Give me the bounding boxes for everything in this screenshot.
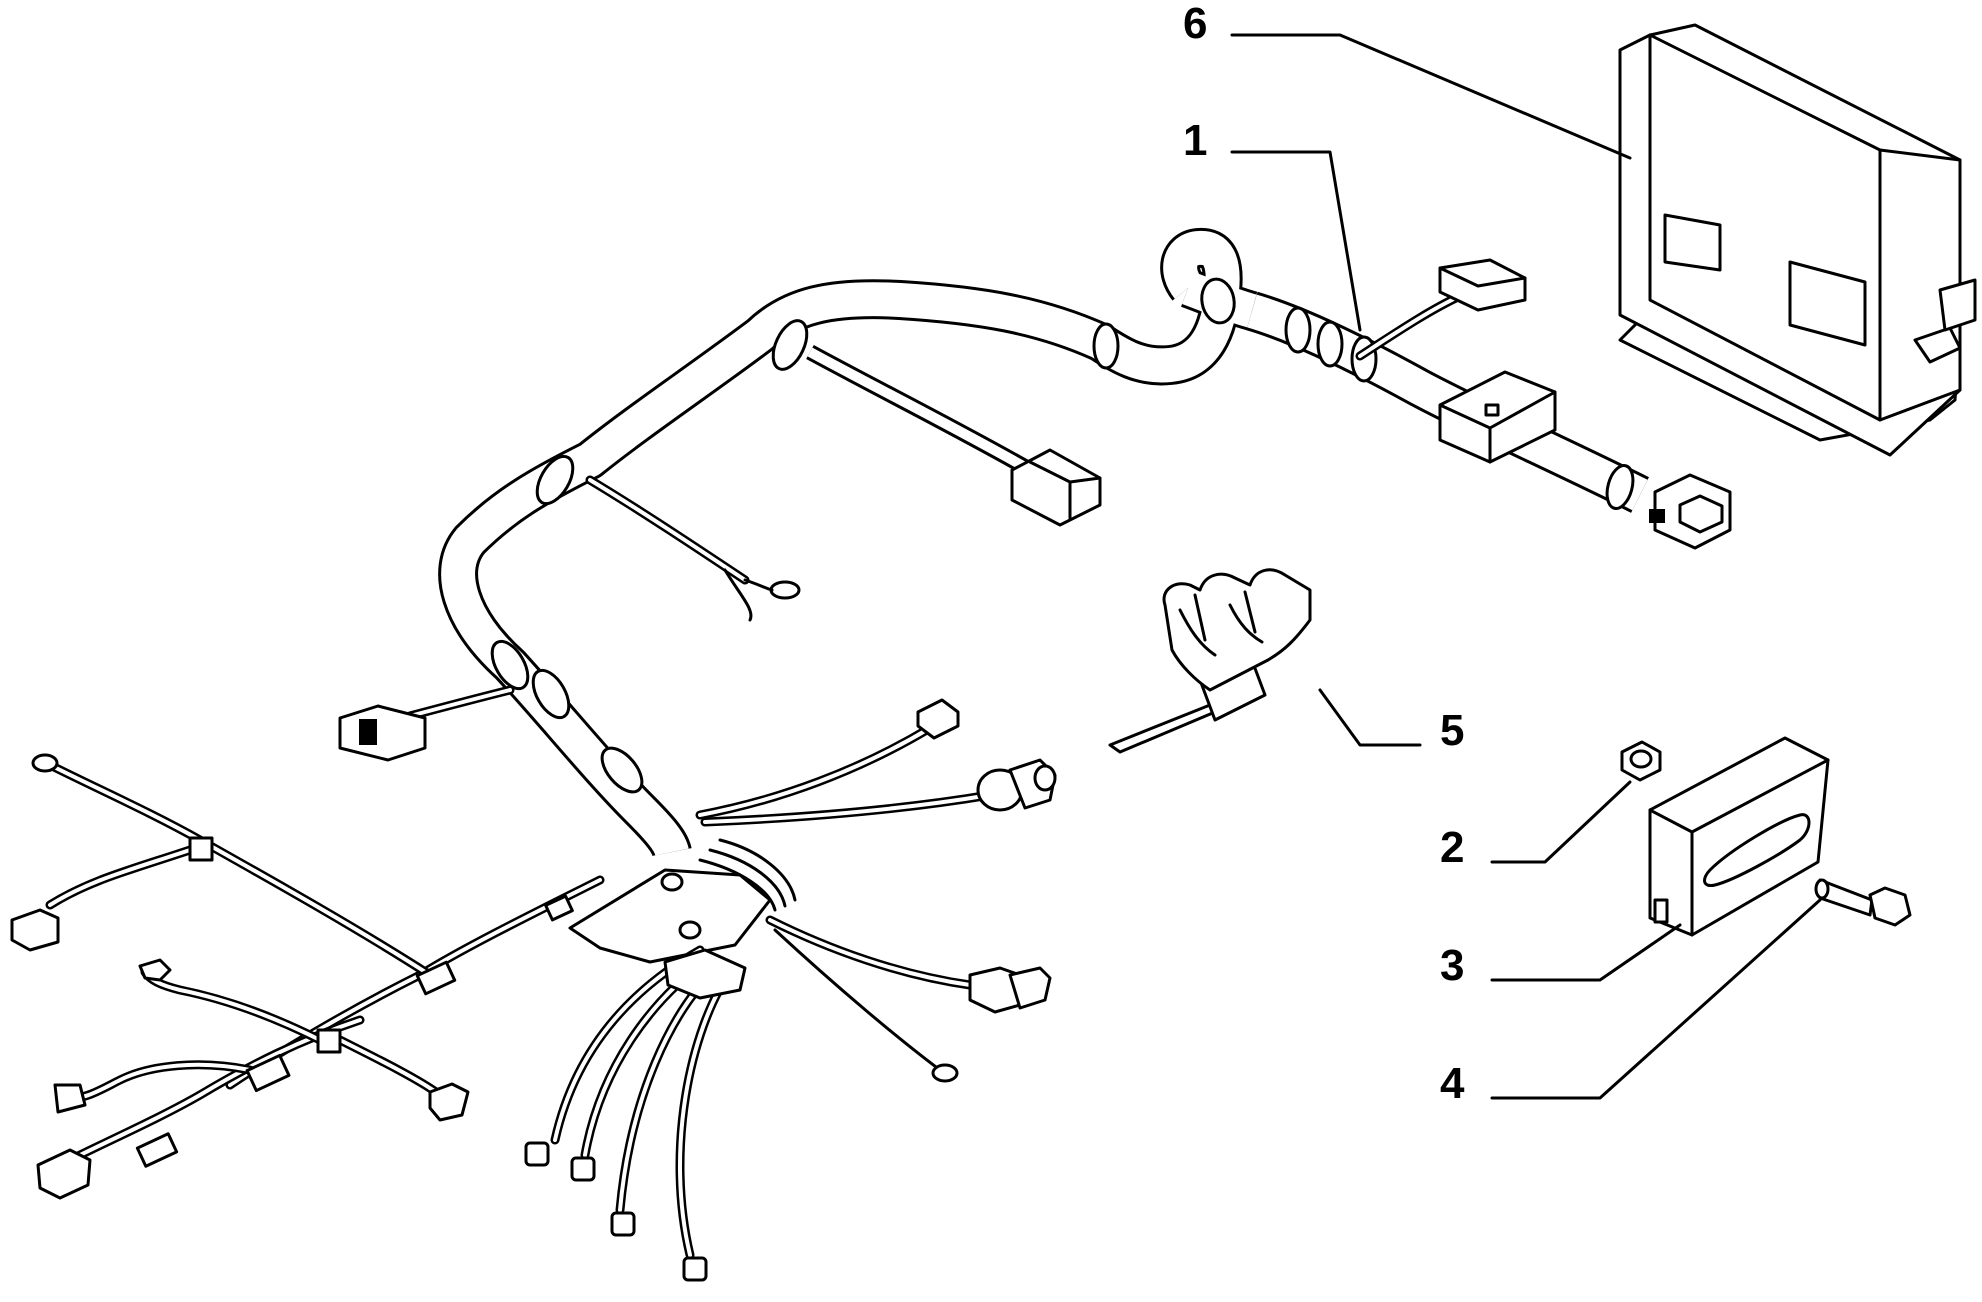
leader-line-1: [1230, 150, 1362, 332]
callout-5: 5: [1440, 706, 1464, 755]
leader-line-5: [1318, 688, 1422, 747]
connector-top-middle: [1010, 448, 1102, 527]
callout-6: 6: [1183, 0, 1207, 48]
ground-ring-terminal-upper: [769, 580, 801, 600]
ground-ring-terminal-lower: [931, 1063, 959, 1083]
sensor-plug-lower-right: [968, 966, 1052, 1014]
callout-4: 4: [1440, 1059, 1465, 1108]
callout-3: 3: [1440, 941, 1464, 990]
callout-leaders: [1230, 33, 1822, 1100]
leader-line-2: [1490, 780, 1632, 864]
hex-nut[interactable]: [1620, 740, 1662, 782]
ecu-harness-connector: [1649, 473, 1732, 550]
hex-bolt[interactable]: [1814, 878, 1912, 927]
connector-left-side: [338, 704, 427, 762]
leader-line-4: [1490, 898, 1822, 1100]
callout-2: 2: [1440, 823, 1464, 872]
callout-labels: 1 2 3 4 5 6: [1183, 0, 1465, 1108]
connector-small-right: [916, 698, 960, 740]
lower-lead-bundle: [524, 945, 747, 1282]
harness-left-branch: [10, 753, 605, 1200]
sensor-plug-right: [976, 758, 1057, 812]
harness-sleeve-rings: [490, 277, 1635, 794]
electronic-control-unit[interactable]: [1618, 23, 1977, 457]
leader-line-6: [1230, 33, 1632, 160]
leader-line-3: [1490, 923, 1682, 982]
harness-junction-plate: [568, 838, 797, 964]
harness-clamp-block: [1438, 370, 1557, 464]
aux-connector-top: [1438, 258, 1527, 312]
ecu-mounting-bracket[interactable]: [1648, 736, 1830, 937]
harness-clip[interactable]: [1108, 568, 1312, 754]
wiring-harness[interactable]: [10, 227, 1732, 1282]
callout-1: 1: [1183, 116, 1207, 165]
